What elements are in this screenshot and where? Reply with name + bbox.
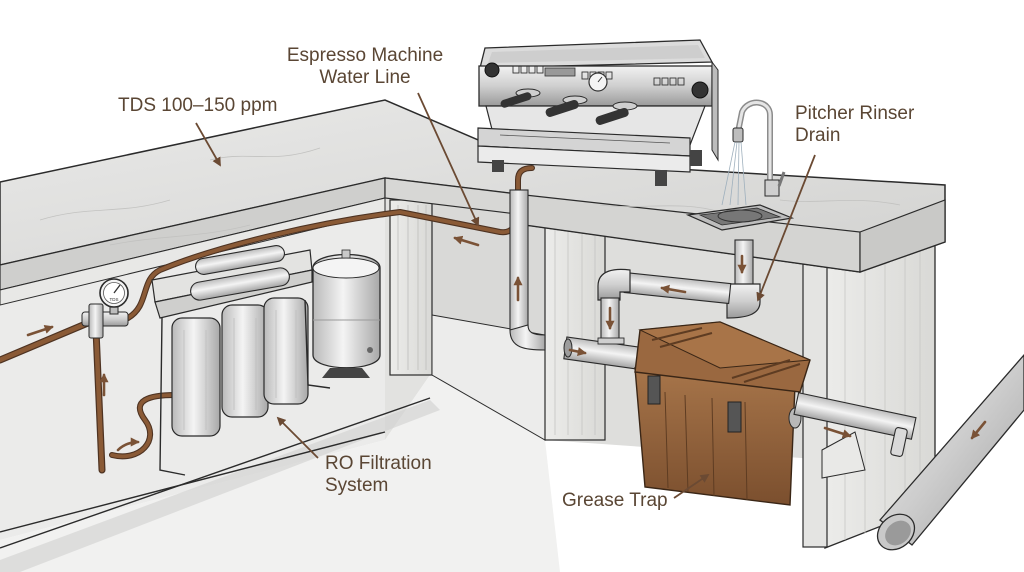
callout-rinser-line1: Pitcher Rinser [795, 103, 915, 124]
leader-lines [195, 92, 816, 499]
flow-arrow-trap-outlet [823, 426, 852, 439]
flow-arrow-rinser-horizontal [660, 284, 687, 294]
callout-pitcher-rinser-drain: Pitcher Rinser Drain [795, 103, 914, 147]
callout-espresso-water-line: Espresso Machine Water Line [286, 45, 444, 89]
callout-espresso-line2: Water Line [319, 67, 411, 88]
espresso-machine [477, 39, 719, 186]
drain-pipe [509, 189, 761, 370]
leader-grease [673, 473, 710, 499]
ro-filter-unit [151, 245, 331, 476]
pitcher-rinser-faucet [721, 99, 786, 206]
grease-trap [634, 321, 811, 506]
leader-tds [195, 122, 221, 167]
rinser-drain-grate [685, 204, 795, 231]
flow-arrow-supply-inlet [26, 324, 54, 337]
leader-espresso [417, 92, 480, 227]
pressure-tank [312, 249, 381, 378]
flow-arrows [26, 235, 987, 452]
main-sewer-pipe [876, 354, 1024, 551]
gauge-label: TDS [110, 297, 119, 302]
flow-arrow-sewer-main [970, 420, 987, 440]
callout-grease-trap: Grease Trap [562, 490, 668, 511]
callout-rinser-line2: Drain [795, 125, 841, 146]
callout-ro-line1: RO Filtration [325, 453, 432, 474]
countertop [0, 99, 946, 306]
callout-ro-line2: System [325, 475, 389, 496]
callout-tds: TDS 100–150 ppm [118, 95, 278, 116]
callout-ro-filtration-system: RO Filtration System [325, 453, 432, 497]
tds-gauge: TDS [81, 278, 129, 339]
flow-arrow-espresso-line [453, 235, 480, 247]
callout-espresso-line1: Espresso Machine [286, 45, 444, 66]
water-supply-line [0, 165, 535, 474]
flow-arrow-loop-return [116, 437, 140, 452]
trap-outlet-pipe [793, 392, 917, 479]
leader-rinser [756, 154, 816, 302]
flow-arrow-trap-inlet [568, 347, 587, 357]
leader-ro [276, 416, 319, 459]
